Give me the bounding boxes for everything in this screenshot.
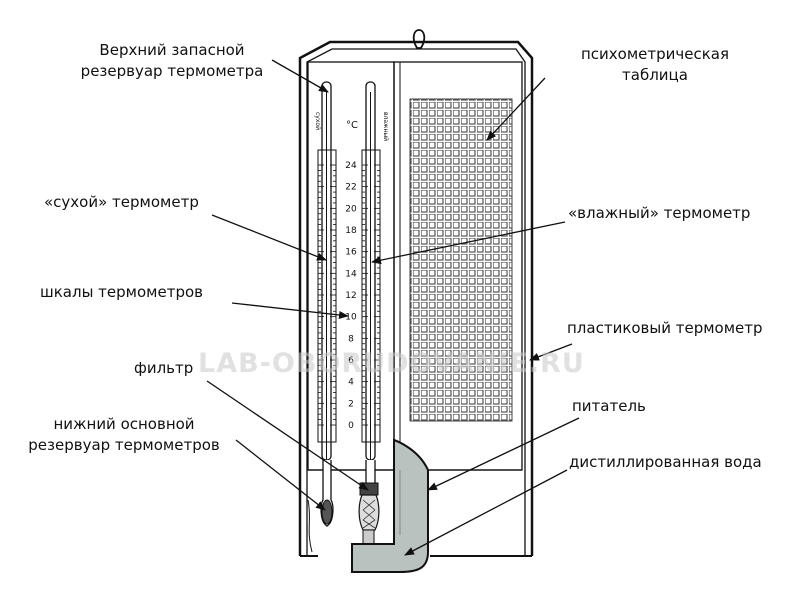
water-reservoir xyxy=(351,438,429,573)
label-scales: шкалы термометров xyxy=(40,283,203,301)
scale-tick-label: 8 xyxy=(348,334,354,344)
wick-filter xyxy=(358,482,380,555)
label-upper-reservoir-line1: Верхний запасной xyxy=(99,41,245,59)
label-psychrometric-table-line2: таблица xyxy=(622,66,688,84)
label-lower-reservoir-line2: резервуар термометров xyxy=(28,436,220,454)
dry-caption: сухой xyxy=(314,112,321,130)
scale-tick-label: 24 xyxy=(345,161,357,171)
scale-tick-label: 16 xyxy=(345,248,357,258)
callout-arrows xyxy=(206,59,580,556)
label-lower-reservoir-line1: нижний основной xyxy=(53,415,195,433)
scale-tick-label: 22 xyxy=(345,183,356,193)
scale-tick-label: 18 xyxy=(345,226,357,236)
dry-thermometer xyxy=(317,81,337,527)
label-filter: фильтр xyxy=(134,359,194,377)
wet-caption: влажный xyxy=(382,112,389,141)
hanging-loop-icon xyxy=(412,29,426,49)
scale-tick-label: 20 xyxy=(345,204,357,214)
wet-thermometer xyxy=(361,81,381,500)
label-lower-reservoir: нижний основной резервуар термометров xyxy=(4,414,244,456)
label-psychrometric-table: психометрическая таблица xyxy=(560,44,750,86)
label-psychrometric-table-line1: психометрическая xyxy=(580,45,730,63)
label-wet-thermometer: «влажный» термометр xyxy=(568,204,751,222)
label-distilled-water: дистиллированная вода xyxy=(569,453,762,471)
label-upper-reservoir-line2: резервуар термометра xyxy=(80,62,264,80)
scale-unit: °С xyxy=(346,120,358,131)
scale-tick-label: 6 xyxy=(348,356,354,366)
wet-scale-ticks xyxy=(362,164,380,426)
label-upper-reservoir: Верхний запасной резервуар термометра xyxy=(62,40,282,82)
label-feeder: питатель xyxy=(572,397,646,415)
dry-scale-ticks xyxy=(318,164,336,426)
scale-tick-label: 4 xyxy=(348,378,354,388)
scale-tick-label: 2 xyxy=(348,399,354,409)
scale-tick-label: 12 xyxy=(345,291,356,301)
scale-tick-label: 14 xyxy=(345,269,357,279)
scale-tick-label: 10 xyxy=(345,313,357,323)
watermark: LAB-OBORUDOVANIE.RU xyxy=(198,348,585,379)
psychrometric-table-grid xyxy=(409,98,513,422)
scale-tick-label: 0 xyxy=(348,421,354,431)
label-plastic-thermometer: пластиковый термометр xyxy=(567,319,763,337)
label-dry-thermometer: «сухой» термометр xyxy=(44,193,199,211)
